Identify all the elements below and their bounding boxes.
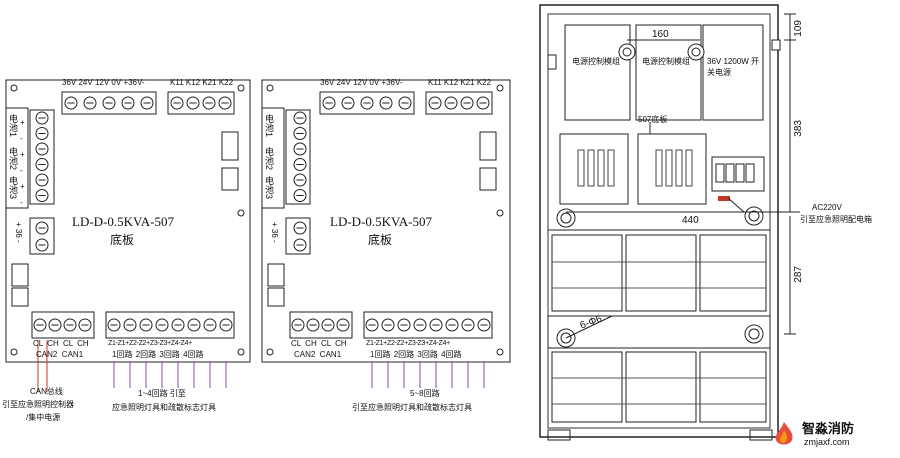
- board1-routes: 1回路 2回路 3回路 4回路: [112, 350, 204, 359]
- flame-logo-icon: [775, 422, 793, 445]
- board2-top-terminal-labels: 36V 24V 12V 0V +36V-: [320, 78, 403, 87]
- board1-top-terminal-labels: 36V 24V 12V 0V +36V-: [62, 79, 145, 87]
- board1-outline: [5, 79, 251, 363]
- board1-z-pins: Z1-Z1+Z2-Z2+Z3-Z3+Z4-Z4+: [108, 340, 192, 347]
- label-k12: K12: [185, 78, 201, 87]
- board2-outline: [261, 79, 511, 363]
- loops-1-4-note: 1~4回路 引至: [138, 389, 186, 398]
- watermark: 智淼消防 zmjaxf.com: [770, 420, 890, 452]
- board1-model: LD-D-0.5KVA-507: [72, 214, 174, 229]
- label-36v-pm: +36V-: [123, 78, 145, 87]
- can-target-note: 引至应急照明控制器: [2, 400, 74, 409]
- board1-can-groups: CAN2 CAN1: [36, 350, 84, 359]
- dim-440: 440: [682, 215, 699, 226]
- board2-z-pins: Z1-Z1+Z2-Z2+Z3-Z3+Z4-Z4+: [366, 340, 450, 347]
- v36-label: + 36 -: [14, 222, 23, 243]
- watermark-url: zmjaxf.com: [804, 437, 850, 447]
- label-24v: 24V: [78, 78, 93, 87]
- board1-k-labels: K11 K12 K21 K22: [170, 79, 233, 87]
- board2-subtitle: 底板: [368, 233, 393, 247]
- dim-109: 109: [793, 20, 804, 37]
- label-0v: 0V: [111, 78, 122, 87]
- psu-label: 36V 1200W 开关电源: [707, 57, 760, 77]
- board2-model: LD-D-0.5KVA-507: [330, 214, 432, 229]
- dim-287: 287: [793, 266, 804, 283]
- label-k11: K11: [170, 78, 184, 87]
- battery-polarity: + - + - + -: [20, 118, 25, 207]
- label-k22: K22: [218, 78, 234, 87]
- board-507-label: 507底板: [638, 115, 668, 124]
- board2-routes: 1回路 2回路 3回路 4回路: [370, 350, 462, 359]
- watermark-name: 智淼消防: [802, 421, 855, 436]
- loops-5-8-note: 5~8回路: [410, 389, 440, 398]
- board2-k-labels: K11 K12 K21 K22: [428, 78, 492, 87]
- dim-383: 383: [793, 120, 804, 137]
- can-target-note-2: /集中电源: [26, 413, 61, 422]
- board2-can-groups: CAN2 CAN1: [294, 350, 342, 359]
- ac-target-label: 引至应急照明配电箱: [800, 215, 872, 224]
- battery1-label: 电池1: [8, 114, 18, 138]
- module1-label: 电源控制模组: [572, 57, 620, 66]
- can-bus-note: CAN总线: [30, 387, 63, 396]
- module2-label: 电源控制模组: [642, 57, 690, 66]
- ac220v-label: AC220V: [812, 203, 842, 212]
- board1-can-pins: CL CH CL CH: [33, 339, 89, 348]
- terminal-screws: [33, 96, 491, 332]
- board2-battery2-label: 电池2: [264, 147, 274, 171]
- battery3-label: 电池3: [8, 176, 18, 200]
- board2-can-pins: CL CH CL CH: [291, 339, 347, 348]
- loops-1-4-target: 应急照明灯具和疏散标志灯具: [112, 403, 216, 412]
- loops-5-8-target: 引至应急照明灯具和疏散标志灯具: [352, 403, 472, 412]
- dim-160: 160: [652, 29, 669, 40]
- board1-subtitle: 底板: [110, 233, 135, 247]
- label-12v: 12V: [94, 78, 110, 87]
- board2-battery3-label: 电池3: [264, 176, 274, 200]
- battery2-label: 电池2: [8, 147, 18, 171]
- label-k21: K21: [202, 78, 217, 87]
- board2-v36-label: + 36 -: [270, 222, 279, 243]
- cabinet-outline: [539, 4, 779, 438]
- label-36v: 36V: [62, 78, 77, 87]
- board2-battery1-label: 电池1: [264, 114, 274, 138]
